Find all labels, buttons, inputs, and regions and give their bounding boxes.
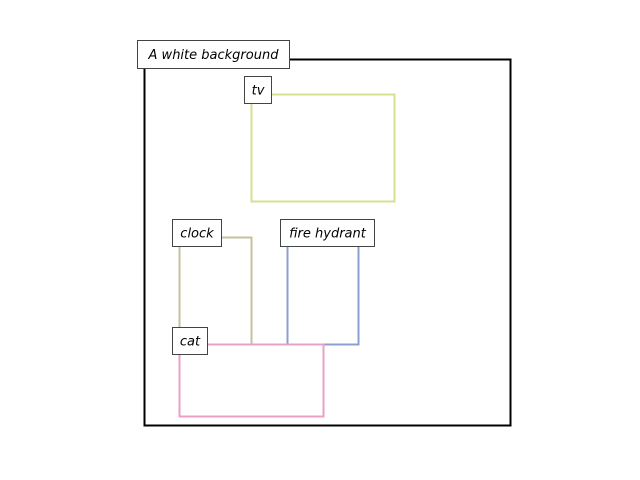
tv-label: tv xyxy=(244,76,272,104)
tv-box xyxy=(250,93,396,203)
cat-label-text: cat xyxy=(180,335,201,350)
clock-label-text: clock xyxy=(180,227,214,242)
caption-text: A white background xyxy=(148,48,280,63)
fire-hydrant-label: fire hydrant xyxy=(280,219,375,247)
clock-label: clock xyxy=(172,219,222,247)
cat-box xyxy=(178,343,325,418)
caption-label: A white background xyxy=(137,40,290,69)
fire-hydrant-box xyxy=(286,236,360,346)
cat-label: cat xyxy=(172,327,208,355)
fire-hydrant-label-text: fire hydrant xyxy=(289,227,367,242)
tv-label-text: tv xyxy=(252,84,265,99)
frame-box xyxy=(143,58,512,427)
